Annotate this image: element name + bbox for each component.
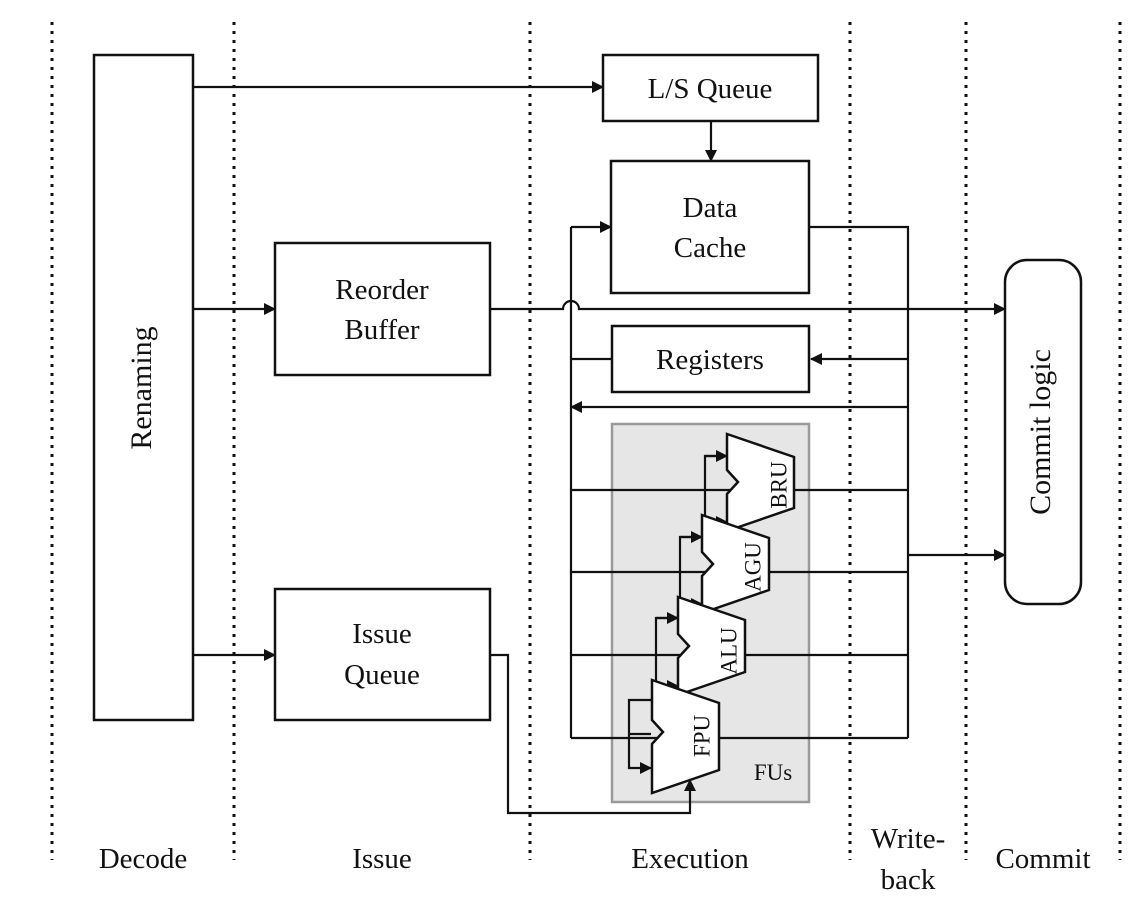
issue-queue-label-line1: Issue — [352, 618, 412, 650]
stage-label-commit: Commit — [995, 843, 1090, 875]
issue-queue-label-line2: Queue — [344, 659, 420, 691]
fu-agu: AGU — [700, 513, 771, 615]
wire-reorder-buffer-to-commit-logic — [490, 299, 1006, 315]
reorder-buffer-label-line2: Buffer — [344, 314, 420, 346]
ls-queue-block: L/S Queue — [601, 53, 820, 123]
fu-fpu-label: FPU — [689, 715, 714, 758]
data-cache-block: Data Cache — [609, 159, 811, 295]
writeback-bus — [809, 225, 910, 738]
fu-fpu-shape — [650, 678, 721, 795]
fu-agu-label: AGU — [740, 542, 765, 592]
commit-logic-block: Commit logic — [1003, 258, 1083, 606]
stage-label-issue: Issue — [352, 843, 412, 875]
stage-label-execution: Execution — [631, 843, 749, 875]
data-cache-label-line2: Cache — [674, 232, 746, 264]
fu-agu-shape — [700, 513, 771, 615]
commit-logic-label: Commit logic — [1024, 349, 1057, 515]
fu-bru-label: BRU — [766, 461, 791, 509]
fu-fpu: FPU — [650, 678, 721, 795]
fu-bru: BRU — [725, 432, 796, 533]
data-cache-label-line1: Data — [683, 192, 738, 224]
registers-label: Registers — [656, 344, 764, 376]
wire-issue-queue-to-fpu — [490, 653, 696, 815]
stage-label-writeback-line2: back — [881, 864, 936, 896]
reorder-buffer-block: Reorder Buffer — [273, 241, 492, 377]
ls-queue-label: L/S Queue — [648, 73, 773, 105]
registers-block: Registers — [610, 324, 811, 394]
stage-label-writeback-line1: Write- — [871, 823, 946, 855]
stage-label-decode: Decode — [99, 843, 188, 875]
fu-alu: ALU — [676, 595, 747, 697]
renaming-block: Renaming — [92, 53, 195, 722]
renaming-label: Renaming — [125, 326, 158, 449]
fu-alu-label: ALU — [716, 627, 741, 675]
fu-bru-shape — [725, 432, 796, 533]
fus-group-label: FUs — [754, 760, 792, 785]
issue-queue-block: Issue Queue — [273, 587, 492, 722]
fu-alu-shape — [676, 595, 747, 697]
reorder-buffer-label-line1: Reorder — [335, 274, 429, 306]
